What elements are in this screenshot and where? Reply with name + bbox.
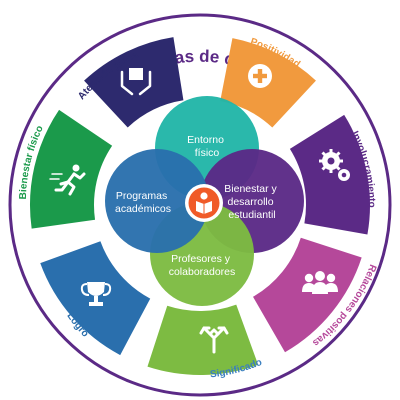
hub [185,184,223,222]
trophy-icon [80,282,112,306]
segment-involucramiento [289,114,370,235]
runner-icon [49,164,86,196]
segment-relaciones [253,237,362,353]
petal-programas [105,149,209,253]
segment-atencion [84,37,184,128]
segment-significado [147,304,259,375]
group-icon [302,271,338,294]
petal-bienestar-text: Bienestar y desarrollo estudiantil [224,183,279,221]
arrows-icon [199,326,229,354]
student-reading-icon [196,192,212,214]
gears-icon [319,149,350,181]
petal-profesores-text: Profesores y colaboradores [169,253,236,278]
petal-entorno-text: Entorno físico [187,134,227,159]
segment-bienestar_fisico [30,109,113,229]
petal-programas-text: Programas académicos [115,190,171,215]
plus-icon [248,64,272,88]
hands-holding-box-icon [120,68,152,96]
outer-ring [8,13,392,397]
